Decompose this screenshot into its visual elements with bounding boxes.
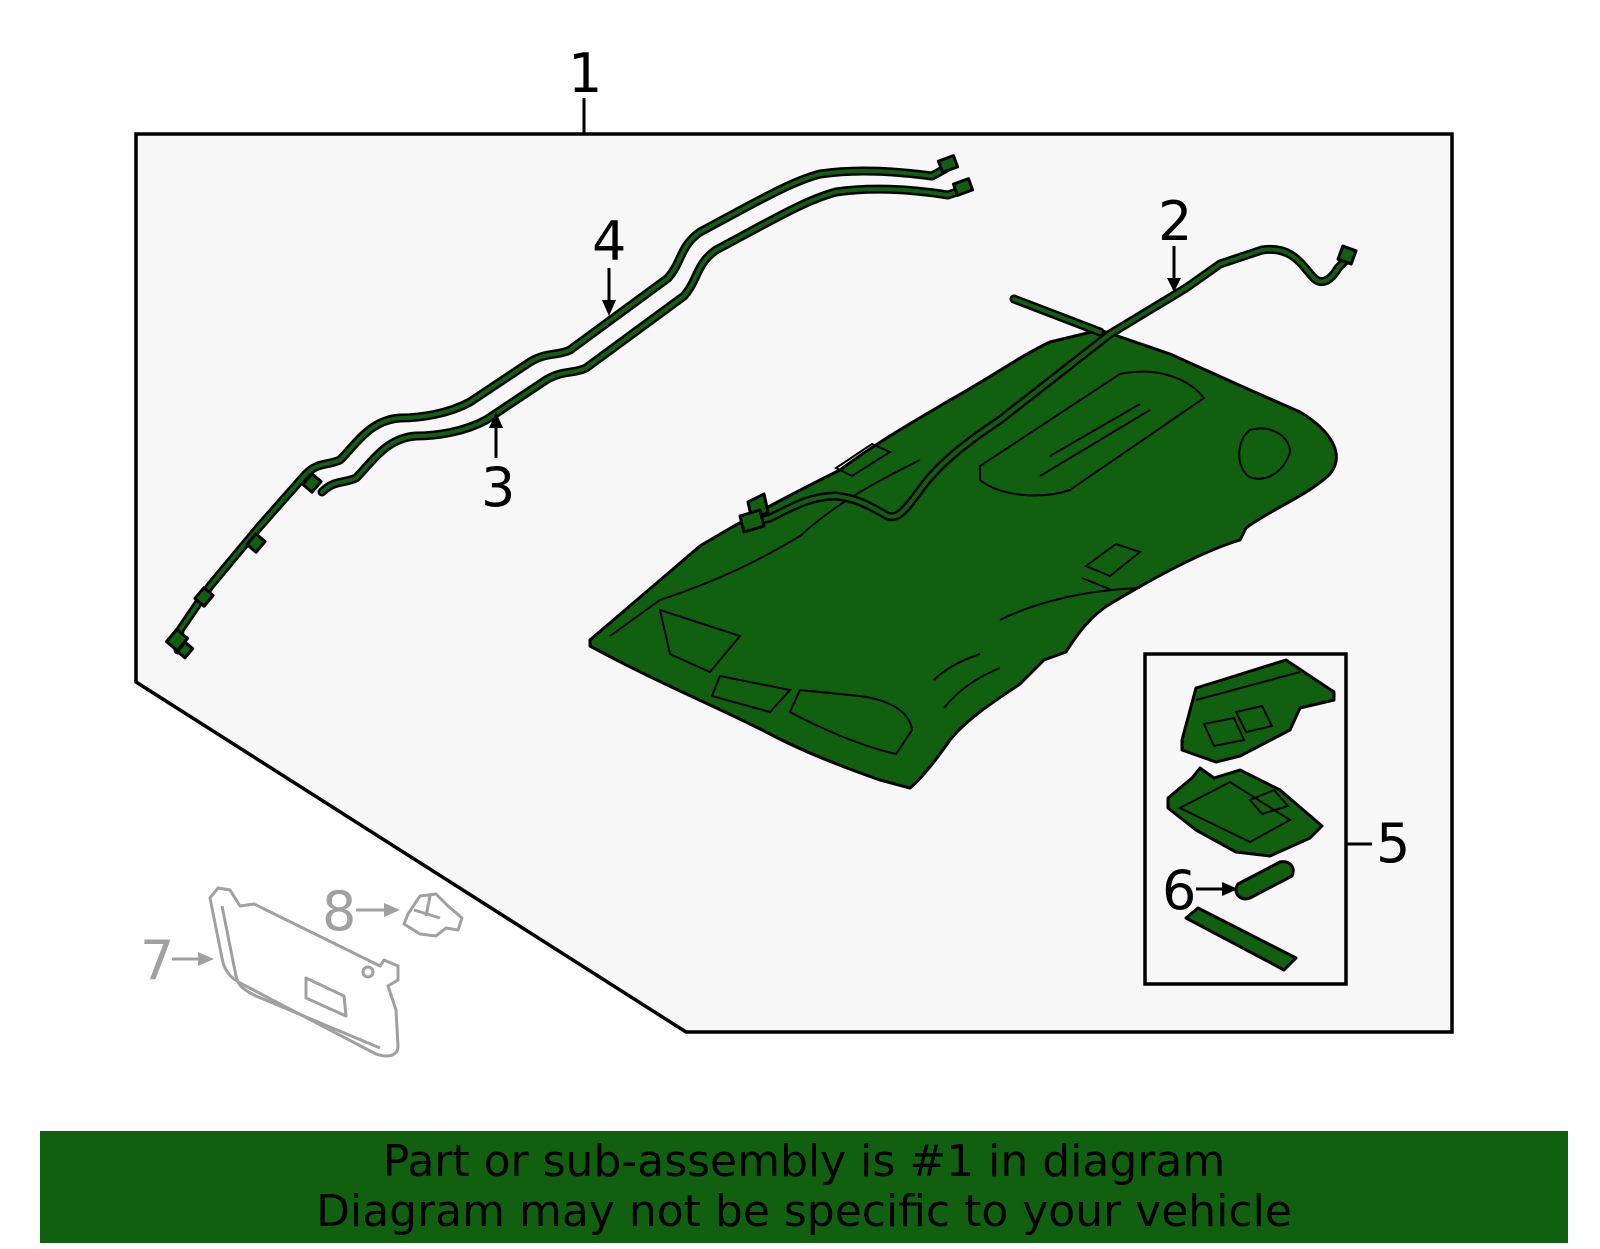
lamp-cover-strip [1184, 906, 1298, 972]
callout-7: 7 [140, 929, 174, 992]
dome-lamp-lens [1166, 766, 1324, 858]
harness-3-4 [164, 154, 975, 660]
sun-visor-7 [208, 886, 400, 1058]
banner-line-2: Diagram may not be specific to your vehi… [316, 1186, 1292, 1237]
bulb-6 [1234, 860, 1295, 901]
callout-2: 2 [1158, 190, 1192, 253]
callout-1: 1 [568, 42, 602, 105]
visor-clip-8 [402, 892, 464, 938]
callout-5: 5 [1376, 812, 1410, 875]
banner-line-1: Part or sub-assembly is #1 in diagram [382, 1136, 1226, 1187]
callout-6-arrow [1222, 882, 1238, 896]
headliner [588, 328, 1338, 790]
subassembly-5-box [1143, 652, 1348, 986]
callout-3: 3 [481, 456, 515, 519]
callout-8: 8 [322, 880, 356, 943]
callout-6: 6 [1162, 859, 1196, 922]
callout-2-arrow [1167, 278, 1181, 292]
dome-lamp-housing [1180, 658, 1336, 764]
disclaimer-banner: Part or sub-assembly is #1 in diagram Di… [40, 1131, 1568, 1243]
callout-3-arrow [489, 412, 503, 428]
harness-2 [738, 244, 1358, 534]
callout-4: 4 [592, 210, 626, 273]
callout-7-arrow [198, 952, 214, 966]
callout-8-arrow [384, 903, 400, 917]
callout-4-arrow [602, 300, 616, 316]
